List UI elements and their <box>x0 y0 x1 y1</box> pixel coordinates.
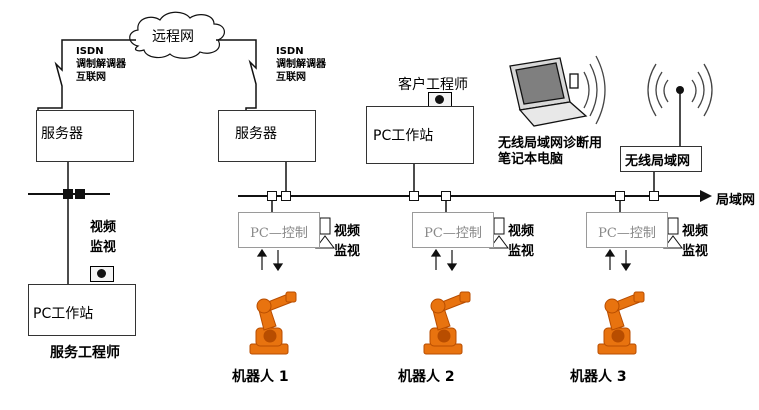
client-workstation-box[interactable]: PC工作站 <box>366 106 474 164</box>
lan-node-wlan <box>649 191 659 201</box>
left-link-modem: 调制解调器 <box>76 59 126 70</box>
controller-1-label: PC—控制 <box>250 226 308 241</box>
controller-3-label: PC—控制 <box>598 226 656 241</box>
controller-2[interactable]: PC—控制 <box>412 212 494 248</box>
left-link-isdn: ISDN <box>76 46 104 57</box>
left-link-internet: 互联网 <box>76 72 106 83</box>
right-link-isdn: ISDN <box>276 46 304 57</box>
client-workstation-label: PC工作站 <box>373 128 434 144</box>
client-engineer-label: 客户工程师 <box>398 77 468 93</box>
laptop-label: 无线局域网诊断用 笔记本电脑 <box>498 136 602 168</box>
server-right-box[interactable]: 服务器 <box>218 110 316 162</box>
right-link-internet: 互联网 <box>276 72 306 83</box>
controller-1-monitor-label: 监视 <box>334 244 361 259</box>
lan-node-ctrl2 <box>441 191 451 201</box>
lan-label: 局域网 <box>716 193 756 208</box>
controller-1[interactable]: PC—控制 <box>238 212 320 248</box>
left-link-label: ISDN 调制解调器 互联网 <box>76 45 126 84</box>
server-right-label: 服务器 <box>235 126 277 142</box>
controller-3-monitor-label: 监视 <box>682 244 709 259</box>
robot-1-label: 机器人 1 <box>232 369 289 385</box>
lan-node-server <box>267 191 277 201</box>
laptop-icon <box>509 57 588 127</box>
service-camera-icon <box>90 266 114 282</box>
controller-2-video-label: 视频 <box>508 224 535 239</box>
server-left-label: 服务器 <box>41 126 83 142</box>
wan-link-left <box>37 39 136 112</box>
wlan-box[interactable]: 无线局域网 <box>620 146 702 172</box>
robot-3-icon <box>597 291 645 355</box>
monitor-left-label: 监视 <box>90 240 117 255</box>
right-link-label: ISDN 调制解调器 互联网 <box>276 45 326 84</box>
bus-node-left-1 <box>63 189 73 199</box>
right-link-modem: 调制解调器 <box>276 59 326 70</box>
wlan-label: 无线局域网 <box>625 154 691 169</box>
controller-1-video-label: 视频 <box>334 224 361 239</box>
wan-link-right <box>216 39 257 112</box>
controller-3[interactable]: PC—控制 <box>586 212 668 248</box>
lan-node-ctrl3 <box>615 191 625 201</box>
remote-network-label: 远程网 <box>152 29 194 45</box>
robot-2-icon <box>423 291 471 355</box>
robot-2-label: 机器人 2 <box>398 369 455 385</box>
service-engineer-label: 服务工程师 <box>50 345 120 361</box>
controller-3-video-label: 视频 <box>682 224 709 239</box>
video-left-label: 视频 <box>90 220 117 235</box>
lan-node-client <box>409 191 419 201</box>
robot-1-icon <box>249 291 297 355</box>
server-left-box[interactable]: 服务器 <box>36 110 134 162</box>
wireless-signal-icon <box>647 63 713 117</box>
laptop-label-line1: 无线局域网诊断用 <box>498 136 603 151</box>
lan-node-ctrl1 <box>281 191 291 201</box>
controller-2-label: PC—控制 <box>424 226 482 241</box>
controller-2-monitor-label: 监视 <box>508 244 535 259</box>
service-workstation-label: PC工作站 <box>33 306 94 322</box>
robot-3-label: 机器人 3 <box>570 369 627 385</box>
cloud-icon <box>129 11 225 59</box>
laptop-label-line2: 笔记本电脑 <box>498 152 564 167</box>
bus-node-left-2 <box>75 189 85 199</box>
service-workstation-box[interactable]: PC工作站 <box>28 284 136 336</box>
